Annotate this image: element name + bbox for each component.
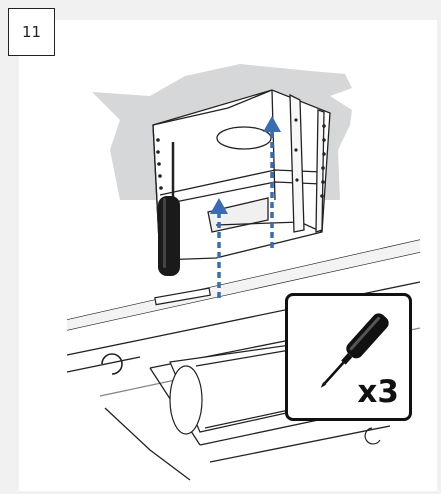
screwdriver-icon <box>320 313 389 388</box>
step-number-box: 11 <box>8 8 55 56</box>
tool-callout-box: x3 <box>285 293 412 421</box>
motor-fan <box>169 344 301 435</box>
screwdriver-in-scene <box>158 142 180 276</box>
step-number: 11 <box>21 23 42 41</box>
hood-slot <box>154 287 211 306</box>
hood-top-surface <box>67 240 420 330</box>
arrow-heads <box>210 116 281 214</box>
hood-ring <box>101 353 123 375</box>
chimney-bracket <box>152 89 331 261</box>
duct-opening <box>216 126 272 150</box>
bracket-holes <box>156 118 326 198</box>
hood-ring-2 <box>364 427 381 445</box>
lift-arrows <box>217 128 274 298</box>
quantity-label: x3 <box>357 374 399 410</box>
